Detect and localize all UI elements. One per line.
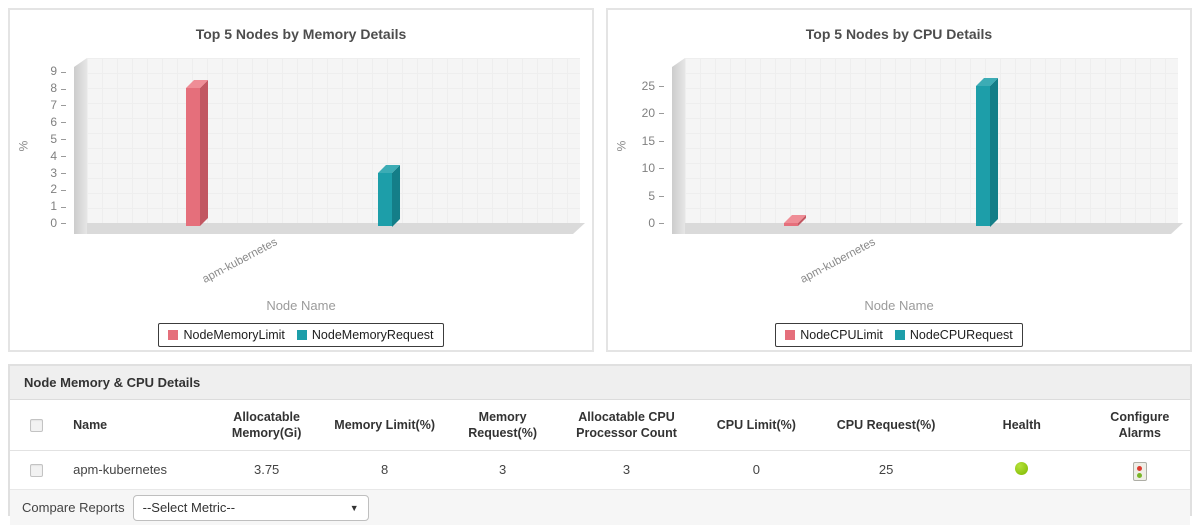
header-select-all-cell — [10, 400, 63, 450]
y-axis-tick: 5 — [622, 188, 664, 204]
configure-alarms-cell — [1090, 450, 1190, 490]
legend-swatch-icon — [894, 330, 905, 340]
table-title: Node Memory & CPU Details — [10, 366, 1190, 400]
compare-reports-label: Compare Reports — [22, 500, 125, 515]
bar-NodeMemoryLimit[interactable] — [185, 80, 208, 226]
x-axis-category-label: apm-kubernetes — [798, 236, 878, 286]
y-axis-tick: 7 — [24, 97, 66, 113]
bar-front-face — [783, 223, 798, 226]
row-checkbox[interactable] — [30, 464, 44, 478]
plot-floor — [675, 223, 1183, 234]
header-memory-limit: Memory Limit(%) — [334, 417, 435, 432]
legend-swatch-icon — [785, 330, 796, 340]
legend-label: NodeCPULimit — [800, 328, 883, 342]
bar-NodeCPULimit[interactable] — [783, 215, 806, 226]
header-name: Name — [73, 417, 108, 432]
select-all-checkbox[interactable] — [30, 418, 44, 432]
header-health: Health — [1002, 417, 1041, 432]
y-axis-tick: 3 — [24, 165, 66, 181]
y-axis-tick: 0 — [24, 215, 66, 231]
bar-front-face — [185, 88, 200, 226]
memory-limit-cell: 8 — [381, 462, 389, 478]
cpu-request-cell: 25 — [878, 462, 894, 478]
legend-item-NodeMemoryRequest[interactable]: NodeMemoryRequest — [296, 328, 434, 342]
legend-swatch-icon — [168, 330, 179, 340]
y-axis-tick: 5 — [24, 131, 66, 147]
health-status-icon — [1015, 461, 1029, 475]
header-memory-request: Memory Request(%) — [468, 409, 537, 440]
alarm-green-dot-icon — [1137, 472, 1143, 478]
bar-NodeMemoryRequest[interactable] — [377, 164, 400, 226]
header-cpu-limit: CPU Limit(%) — [716, 417, 796, 432]
plot-left-wall — [672, 58, 685, 234]
cpu-x-axis-title: Node Name — [864, 298, 934, 313]
header-configure-alarms: Configure Alarms — [1110, 409, 1170, 440]
table-header-row: Name Allocatable Memory(Gi) Memory Limit… — [10, 400, 1190, 450]
node-name-cell[interactable]: apm-kubernetes — [73, 462, 168, 478]
y-axis-tick: 8 — [24, 80, 66, 96]
x-axis-category-label: apm-kubernetes — [200, 236, 280, 286]
metric-select-dropdown[interactable]: --Select Metric-- ▼ — [132, 494, 369, 521]
allocatable-memory-cell: 3.75 — [253, 462, 280, 478]
table-footer: Compare Reports --Select Metric-- ▼ — [10, 490, 1190, 525]
health-cell — [954, 450, 1090, 490]
legend-item-NodeMemoryLimit[interactable]: NodeMemoryLimit — [168, 328, 285, 342]
bar-side-face — [989, 77, 998, 226]
bar-front-face — [377, 172, 392, 226]
dropdown-arrow-icon: ▼ — [349, 502, 359, 513]
header-allocatable-cpu: Allocatable CPU Processor Count — [576, 409, 677, 440]
bar-side-face — [199, 80, 208, 226]
cpu-chart-title: Top 5 Nodes by CPU Details — [805, 26, 993, 42]
bar-side-face — [391, 164, 400, 226]
plot-back-face: apm-kubernetes — [685, 58, 1178, 286]
bar-NodeCPURequest[interactable] — [975, 77, 998, 226]
y-axis-tick: 15 — [622, 133, 664, 149]
node-details-table: Name Allocatable Memory(Gi) Memory Limit… — [10, 400, 1190, 490]
legend-item-NodeCPULimit[interactable]: NodeCPULimit — [785, 328, 883, 342]
plot-back-face: apm-kubernetes — [87, 58, 580, 286]
plot-left-wall — [74, 58, 87, 234]
legend-label: NodeMemoryLimit — [183, 328, 285, 342]
memory-legend-wrap: NodeMemoryLimit NodeMemoryRequest — [10, 323, 592, 347]
legend-label: NodeCPURequest — [909, 328, 1013, 342]
allocatable-cpu-cell: 3 — [622, 462, 631, 478]
header-cpu-request: CPU Request(%) — [836, 417, 936, 432]
memory-chart-title: Top 5 Nodes by Memory Details — [195, 26, 407, 42]
cpu-limit-cell: 0 — [752, 462, 760, 478]
y-axis-tick: 4 — [24, 148, 66, 164]
memory-x-axis-title: Node Name — [266, 298, 336, 313]
plot-floor — [77, 223, 585, 234]
header-allocatable-memory: Allocatable Memory(Gi) — [231, 409, 302, 440]
table-row[interactable]: apm-kubernetes 3.75 8 3 3 0 25 — [10, 450, 1190, 490]
y-axis-tick: 9 — [24, 63, 66, 79]
y-axis-tick: 1 — [24, 198, 66, 214]
y-axis-tick: 25 — [622, 78, 664, 94]
row-select-cell — [10, 450, 63, 490]
cpu-legend: NodeCPULimit NodeCPURequest — [775, 323, 1023, 347]
y-axis-tick: 20 — [622, 105, 664, 121]
memory-request-cell: 3 — [499, 462, 507, 478]
legend-item-NodeCPURequest[interactable]: NodeCPURequest — [894, 328, 1013, 342]
bar-front-face — [975, 85, 990, 226]
y-axis-tick: 6 — [24, 114, 66, 130]
y-axis-tick: 10 — [622, 160, 664, 176]
y-axis-tick: 2 — [24, 181, 66, 197]
node-details-panel: Node Memory & CPU Details Name Allocatab… — [8, 364, 1192, 525]
metric-select-value: --Select Metric-- — [142, 500, 236, 515]
configure-alarms-icon[interactable] — [1132, 462, 1147, 481]
alarm-red-dot-icon — [1137, 465, 1143, 471]
y-axis-tick: 0 — [622, 215, 664, 231]
legend-label: NodeMemoryRequest — [311, 328, 434, 342]
memory-legend: NodeMemoryLimit NodeMemoryRequest — [158, 323, 444, 347]
cpu-legend-wrap: NodeCPULimit NodeCPURequest — [608, 323, 1190, 347]
legend-swatch-icon — [296, 330, 307, 340]
